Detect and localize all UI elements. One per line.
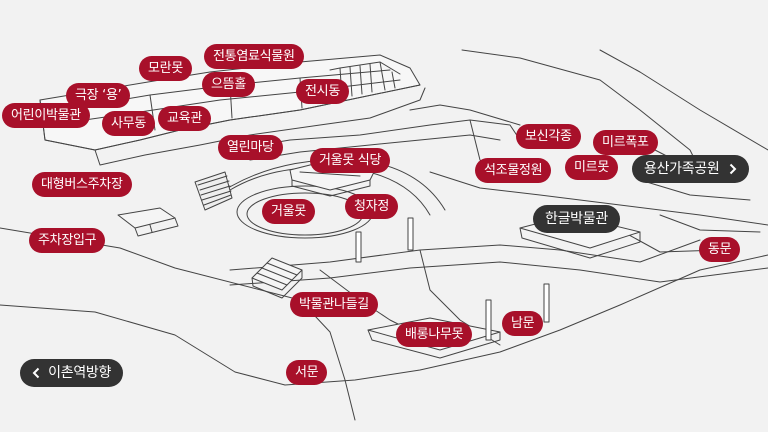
label-mireu-pond[interactable]: 미르못: [565, 155, 618, 180]
label-open-plaza[interactable]: 열린마당: [218, 135, 283, 160]
label-office-building[interactable]: 사무동: [102, 111, 155, 136]
site-path-northeast: [461, 49, 701, 171]
label-south-gate[interactable]: 남문: [502, 311, 544, 336]
label-hangeul-museum[interactable]: 한글박물관: [533, 205, 620, 233]
yongsan-family-park-direction-button[interactable]: 용산가족공원: [632, 155, 749, 183]
label-mireu-waterfall[interactable]: 미르폭포: [593, 130, 658, 155]
ichon-station-label: 이촌역방향: [48, 365, 112, 381]
site-path-northeast-2: [599, 49, 768, 151]
site-path-west: [0, 304, 286, 386]
amphitheatre-steps: [194, 171, 233, 211]
label-childrens-museum[interactable]: 어린이박물관: [2, 103, 90, 128]
label-traditional-dye-garden[interactable]: 전통염료식물원: [204, 44, 304, 69]
label-moran-pond[interactable]: 모란못: [139, 56, 192, 81]
pavilion: [251, 257, 303, 299]
label-bus-parking[interactable]: 대형버스주차장: [32, 172, 132, 197]
yongsan-family-park-label: 용산가족공원: [644, 161, 720, 177]
label-cheongja-pavilion[interactable]: 청자정: [345, 194, 398, 219]
chevron-left-icon: [32, 367, 40, 379]
label-eutteum-hall[interactable]: 으뜸홀: [202, 72, 255, 97]
plaza-outline: [229, 119, 521, 151]
site-road-6: [639, 179, 751, 201]
label-theater-yong[interactable]: 극장 ‘용’: [66, 83, 131, 108]
label-education-center[interactable]: 교육관: [158, 106, 211, 131]
chevron-right-icon: [729, 163, 737, 175]
site-road-centre: [229, 239, 701, 271]
site-path-east: [429, 171, 768, 226]
label-mirror-pond-restaurant[interactable]: 거울못 식당: [310, 148, 391, 173]
label-museum-walking-path[interactable]: 박물관나들길: [290, 292, 378, 317]
site-boundary-left: [0, 227, 356, 421]
parking-shelter: [117, 207, 176, 229]
label-exhibition-hall[interactable]: 전시동: [296, 79, 349, 104]
label-stone-garden[interactable]: 석조물정원: [475, 158, 552, 183]
ichon-station-direction-button[interactable]: 이촌역방향: [20, 359, 124, 387]
site-road-2: [229, 261, 768, 286]
label-mirror-pond[interactable]: 거울못: [262, 199, 315, 224]
stone-pillars: [355, 217, 550, 341]
label-east-gate[interactable]: 동문: [699, 237, 741, 262]
label-parking-entrance[interactable]: 주차장입구: [29, 228, 106, 253]
site-path-south: [284, 254, 768, 386]
label-crape-myrtle-pond[interactable]: 배롱나무못: [396, 322, 473, 347]
label-west-gate[interactable]: 서문: [286, 360, 328, 385]
label-bosingak-bell[interactable]: 보신각종: [516, 124, 581, 149]
